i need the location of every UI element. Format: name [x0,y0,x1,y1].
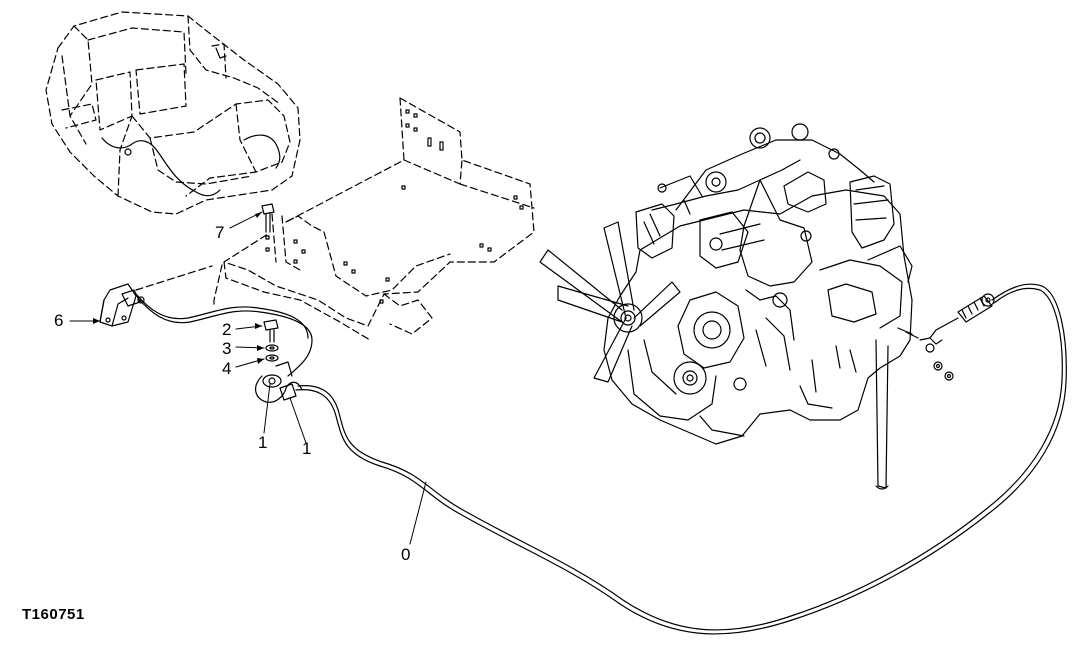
callout-3: 3 [222,339,232,358]
machine-phantom-outline [45,11,301,215]
callout-6: 6 [54,311,64,330]
speed-sensor [897,293,995,381]
ground-terminals [255,361,303,403]
fan-blades [539,221,681,383]
bolt-7 [261,203,275,233]
operator-harness [101,47,281,197]
callout-4: 4 [222,359,232,378]
frame-holes [265,109,524,304]
exhaust-pipe [875,339,889,489]
frame-phantom-outline [135,97,535,341]
harness-operator-end [121,289,313,377]
callout-2: 2 [222,320,232,339]
callout-1a: 1 [258,433,268,452]
leader-lines [69,211,427,545]
leader-arrowheads [93,212,264,364]
harness-0 [295,283,1067,635]
hardware-stack [263,319,279,362]
callout-0: 0 [401,545,411,564]
callout-1b: 1 [302,439,312,458]
callout-7: 7 [215,223,225,242]
engine-assembly [539,123,913,490]
bracket-6 [99,283,137,327]
figure-id: T160751 [22,606,85,623]
